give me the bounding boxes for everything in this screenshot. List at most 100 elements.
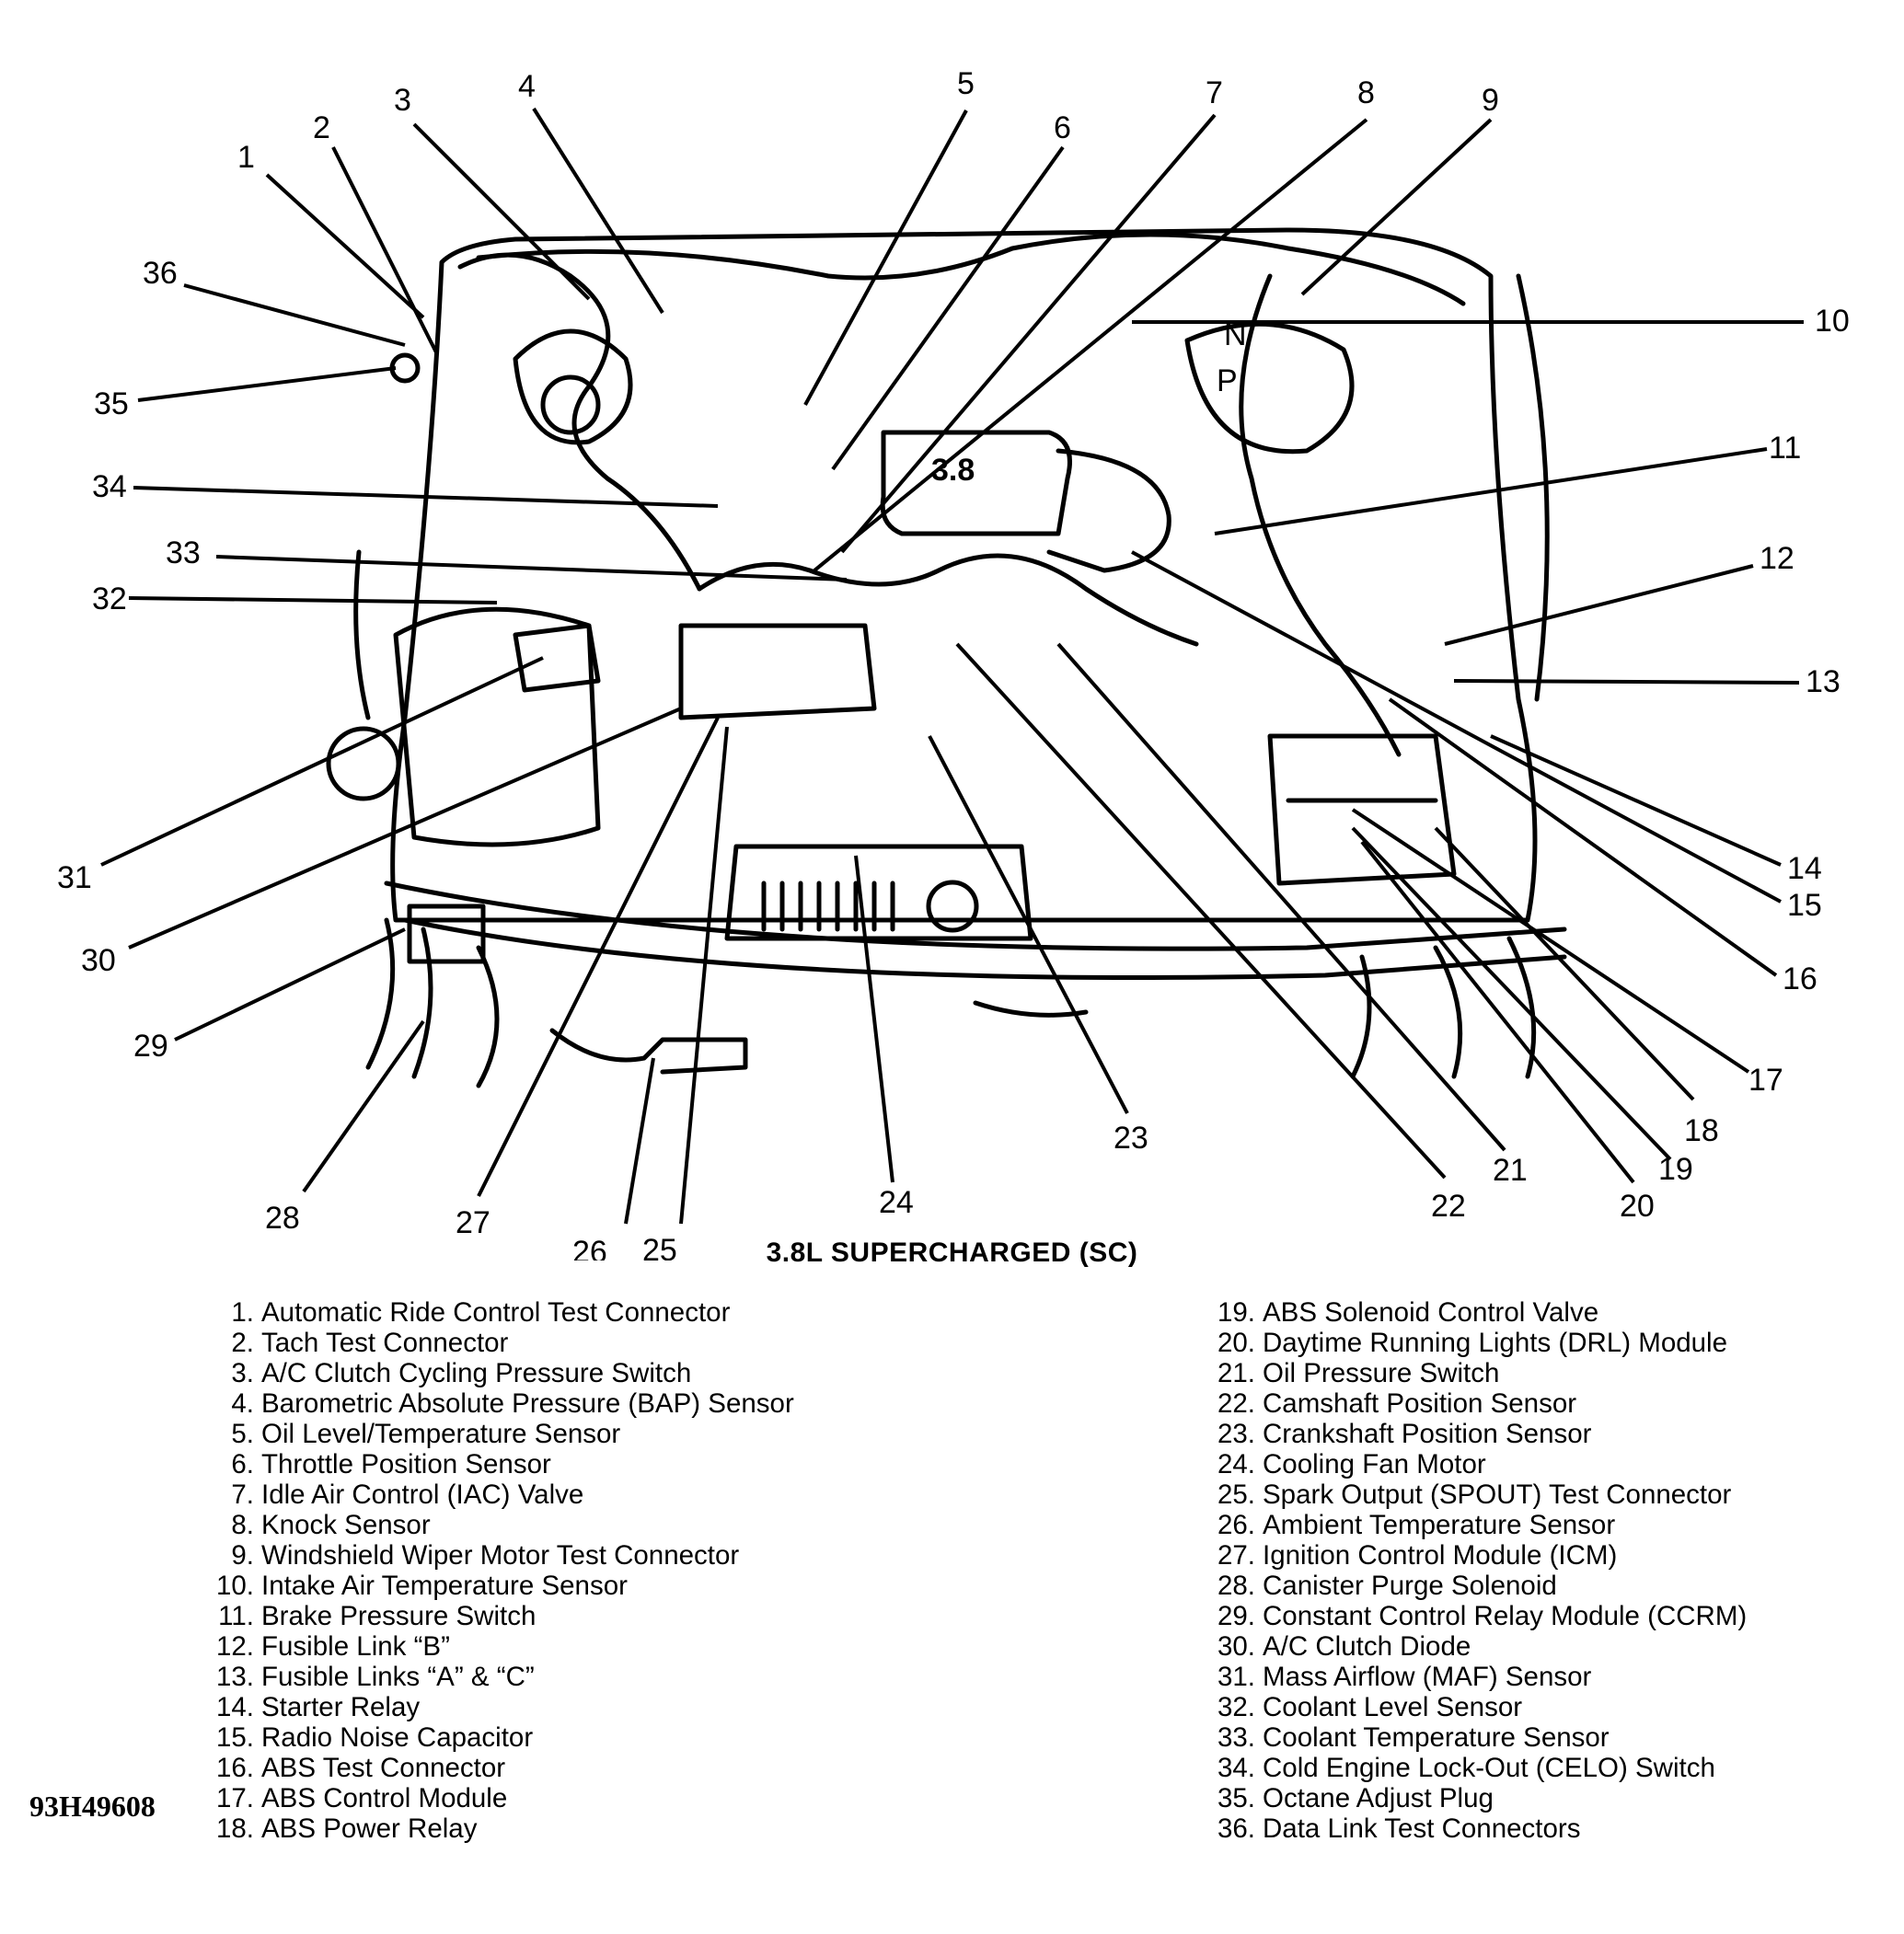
legend-item-number: 17. <box>215 1783 254 1813</box>
leader-19 <box>1351 826 1672 1161</box>
legend-item-number: 22. <box>1217 1388 1255 1419</box>
legend-item-label: Camshaft Position Sensor <box>1263 1388 1577 1419</box>
legend-item: 8.Knock Sensor <box>201 1510 863 1540</box>
legend-item-number: 1. <box>231 1297 254 1328</box>
legend-item: 24. Cooling Fan Motor <box>1202 1449 1883 1479</box>
engine-diagram: 1 2 3 4 5 6 7 8 9 10 11 12 13 14 15 16 1… <box>57 66 1850 1261</box>
legend-item: 35.Octane Adjust Plug <box>1202 1783 1883 1813</box>
leader-28 <box>302 1019 425 1193</box>
legend-item-number: 14. <box>215 1692 254 1722</box>
legend-item: 34.Cold Engine Lock-Out (CELO) Switch <box>1202 1753 1883 1783</box>
left-headlamp-circle <box>326 726 401 801</box>
legend-item-number: 20. <box>1217 1328 1255 1358</box>
legend-item: 2.Tach Test Connector <box>201 1328 863 1358</box>
left-strut-cap <box>540 374 601 435</box>
legend-item-number: 10. <box>215 1571 254 1601</box>
legend-item: 17.ABS Control Module <box>201 1783 863 1813</box>
legend-item: 4.Barometric Absolute Pressure (BAP) Sen… <box>201 1388 863 1419</box>
leader-26 <box>624 1057 655 1225</box>
legend-item-label: Radio Noise Capacitor <box>261 1722 534 1753</box>
legend-item: 7.Idle Air Control (IAC) Valve <box>201 1479 863 1510</box>
legend-item-label: ABS Control Module <box>261 1783 508 1813</box>
legend-item-label: A/C Clutch Diode <box>1263 1631 1471 1662</box>
legend-item-label: Windshield Wiper Motor Test Connector <box>261 1540 740 1571</box>
callout-18: 18 <box>1684 1113 1719 1148</box>
callout-8: 8 <box>1357 75 1375 110</box>
legend-item-number: 31. <box>1217 1662 1255 1692</box>
legend-item-label: Brake Pressure Switch <box>261 1601 537 1631</box>
legend-item-number: 3. <box>231 1358 254 1388</box>
cooling-fan-shroud <box>724 844 1033 941</box>
callout-6: 6 <box>1054 110 1071 145</box>
legend-item-label: Starter Relay <box>261 1692 421 1722</box>
leader-29 <box>174 927 406 1042</box>
legend-item: 33.Coolant Temperature Sensor <box>1202 1722 1883 1753</box>
legend-item: 3.A/C Clutch Cycling Pressure Switch <box>201 1358 863 1388</box>
callout-11: 11 <box>1769 431 1801 466</box>
legend-item-label: Oil Pressure Switch <box>1263 1358 1500 1388</box>
legend-item-label: Coolant Temperature Sensor <box>1263 1722 1610 1753</box>
callout-26: 26 <box>572 1235 607 1261</box>
callout-23: 23 <box>1114 1121 1148 1156</box>
legend-item-number: 6. <box>231 1449 254 1479</box>
gear-mark-n: N <box>1224 317 1247 352</box>
legend-item: 13.Fusible Links “A” & “C” <box>201 1662 863 1692</box>
legend-item-label: Daytime Running Lights (DRL) Module <box>1263 1328 1728 1358</box>
leader-13 <box>1453 679 1800 685</box>
gear-mark-p: P <box>1217 363 1238 398</box>
callout-22: 22 <box>1431 1189 1466 1224</box>
callout-4: 4 <box>518 69 536 104</box>
legend-item: 9.Windshield Wiper Motor Test Connector <box>201 1540 863 1571</box>
harness-top <box>476 232 1466 306</box>
harness-left <box>457 252 702 592</box>
legend-item-number: 21. <box>1217 1358 1255 1388</box>
legend-item-label: Barometric Absolute Pressure (BAP) Senso… <box>261 1388 794 1419</box>
leader-3 <box>412 122 591 301</box>
harness-center <box>697 553 1199 647</box>
callout-27: 27 <box>456 1205 490 1240</box>
leader-15 <box>1131 550 1782 904</box>
leader-14 <box>1490 734 1782 867</box>
callout-33: 33 <box>166 535 201 570</box>
callout-2: 2 <box>313 110 330 145</box>
harness-lower-left <box>365 917 500 1088</box>
callout-9: 9 <box>1482 83 1499 118</box>
legend-item-label: Throttle Position Sensor <box>261 1449 551 1479</box>
leader-32 <box>128 596 498 604</box>
leader-12 <box>1444 564 1754 646</box>
legend-item-label: Intake Air Temperature Sensor <box>261 1571 628 1601</box>
maf-sensor-body <box>513 623 601 693</box>
legend-item-label: ABS Solenoid Control Valve <box>1263 1297 1599 1328</box>
callout-1: 1 <box>237 140 255 175</box>
legend-item-label: Canister Purge Solenoid <box>1263 1571 1557 1601</box>
cooling-fan-motor-shape <box>926 880 979 933</box>
legend-item-label: ABS Test Connector <box>261 1753 506 1783</box>
legend-item-number: 29. <box>1217 1601 1255 1631</box>
callout-13: 13 <box>1806 664 1841 699</box>
legend-item-number: 2. <box>231 1328 254 1358</box>
leader-1 <box>265 173 425 319</box>
legend-item-number: 24. <box>1217 1449 1255 1479</box>
abs-unit <box>1267 733 1457 886</box>
legend-item-label: Mass Airflow (MAF) Sensor <box>1263 1662 1592 1692</box>
legend-item-label: Spark Output (SPOUT) Test Connector <box>1263 1479 1732 1510</box>
legend-item-label: Idle Air Control (IAC) Valve <box>261 1479 584 1510</box>
legend-item: 1.Automatic Ride Control Test Connector <box>201 1297 863 1328</box>
legend-item: 23.Crankshaft Position Sensor <box>1202 1419 1883 1449</box>
callout-7: 7 <box>1206 75 1223 110</box>
callout-20: 20 <box>1620 1189 1655 1224</box>
legend-item: 15.Radio Noise Capacitor <box>201 1722 863 1753</box>
legend-item-number: 23. <box>1217 1419 1255 1449</box>
leader-8 <box>813 118 1368 572</box>
leader-33 <box>215 555 848 581</box>
legend-item: 26.Ambient Temperature Sensor <box>1202 1510 1883 1540</box>
right-strut-tower <box>1184 321 1355 455</box>
callout-15: 15 <box>1787 888 1822 923</box>
callout-3: 3 <box>394 83 411 118</box>
legend-item-label: Cooling Fan Motor <box>1263 1449 1486 1479</box>
legend-item: 12.Fusible Link “B” <box>201 1631 863 1662</box>
ccrm-box <box>407 904 486 964</box>
legend-item-label: Constant Control Relay Module (CCRM) <box>1263 1601 1748 1631</box>
